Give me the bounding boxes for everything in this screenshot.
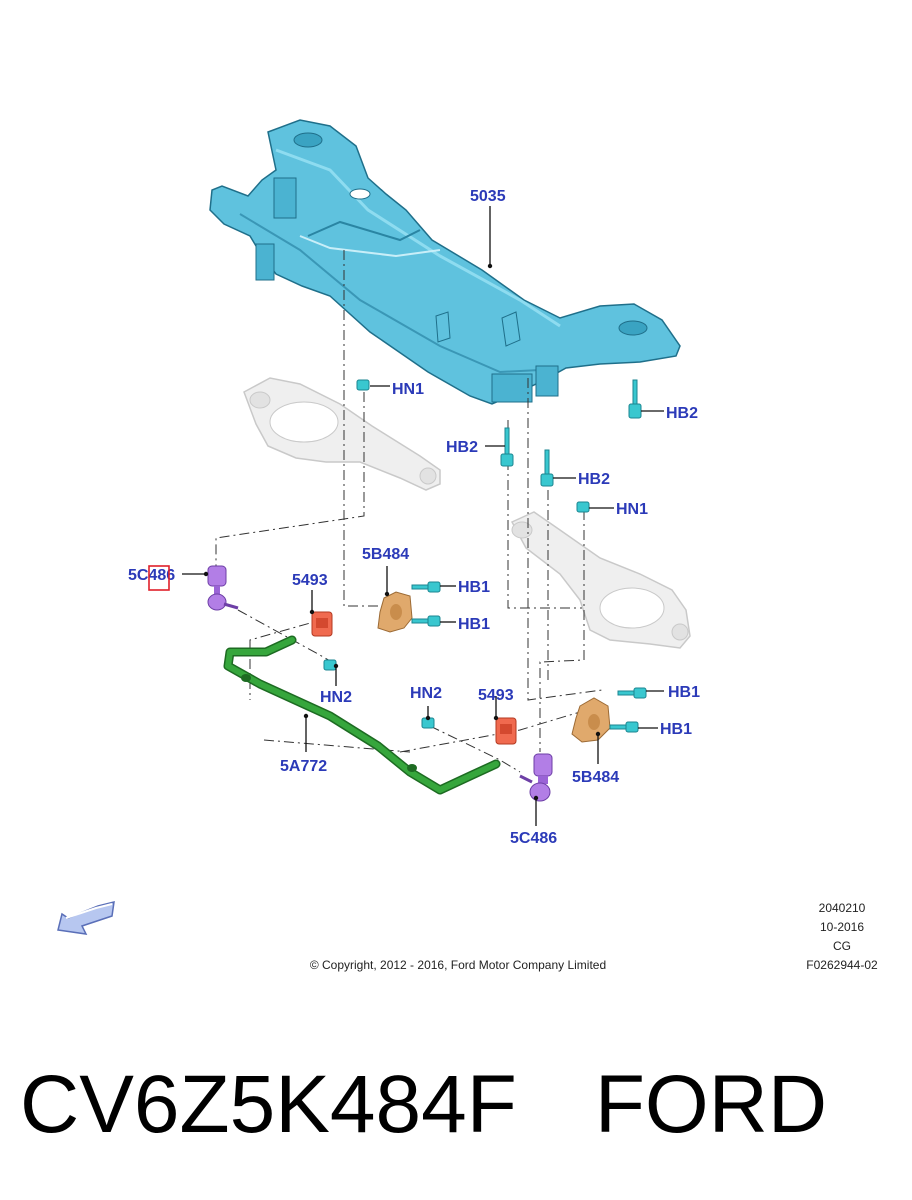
stabilizer-bar-5A772	[223, 635, 501, 795]
callout-5035: 5035	[470, 188, 506, 205]
bolt-hb1-a	[411, 581, 441, 593]
meta-code: 2040210	[819, 901, 866, 915]
brand-name: FORD	[594, 1059, 828, 1150]
part-number: CV6Z5K484F	[20, 1059, 517, 1150]
callout-5493-right: 5493	[478, 687, 514, 704]
stabilizer-link-right	[519, 753, 553, 802]
callout-labels: 5035 HN1 HB2 HB2 HB2 HN1 5C486 5B484 549…	[128, 188, 700, 847]
meta-info: 2040210 10-2016 CG F0262944-02 © Copyrig…	[310, 901, 878, 972]
callout-hb2-mid-right: HB2	[578, 471, 610, 488]
callout-hb2-right: HB2	[666, 405, 698, 422]
lower-arm-right	[510, 511, 691, 649]
bolt-hb2-mid-left	[500, 427, 514, 467]
bolt-hb2-mid-right	[540, 449, 554, 487]
callout-hb1-c: HB1	[668, 684, 700, 701]
callout-5b484-right: 5B484	[572, 769, 619, 786]
callout-hb2-mid-left: HB2	[446, 439, 478, 456]
callout-hb1-a: HB1	[458, 579, 490, 596]
subframe-5035	[209, 119, 681, 405]
bolt-hb1-c	[617, 687, 647, 699]
bracket-left	[377, 591, 413, 633]
meta-date: 10-2016	[820, 920, 864, 934]
callout-5b484-left: 5B484	[362, 546, 409, 563]
highlight-box	[148, 565, 170, 591]
callout-hn1-left: HN1	[392, 381, 424, 398]
callout-5c486-left: 5C486	[128, 567, 175, 584]
nut-hn1-left	[356, 379, 370, 391]
lower-arm-left	[243, 377, 441, 491]
bushing-left	[311, 611, 333, 637]
meta-initials: CG	[833, 939, 851, 953]
callout-hn2-right: HN2	[410, 685, 442, 702]
parts-diagram: 5035 HN1 HB2 HB2 HB2 HN1 5C486 5B484 549…	[57, 119, 878, 972]
orientation-arrow-icon	[57, 901, 115, 935]
callout-hn2-left: HN2	[320, 689, 352, 706]
part-caption: CV6Z5K484F FORD	[20, 1050, 900, 1160]
copyright-text: © Copyright, 2012 - 2016, Ford Motor Com…	[310, 958, 606, 972]
callout-5a772: 5A772	[280, 758, 327, 775]
callout-hn1-right: HN1	[616, 501, 648, 518]
leader-dots	[203, 263, 601, 801]
bushing-right	[495, 717, 517, 745]
meta-figure: F0262944-02	[806, 958, 878, 972]
bolt-hb2-right	[628, 379, 642, 419]
bolt-hb1-d	[609, 721, 639, 733]
nut-hn1-right	[576, 501, 590, 513]
leader-lines	[182, 206, 664, 826]
bolt-hb1-b	[411, 615, 441, 627]
callout-hb1-b: HB1	[458, 616, 490, 633]
callout-5493-left: 5493	[292, 572, 328, 589]
callout-hb1-d: HB1	[660, 721, 692, 738]
stabilizer-link-left	[207, 565, 239, 611]
bracket-right	[571, 697, 611, 743]
callout-5c486-right: 5C486	[510, 830, 557, 847]
alignment-lines	[215, 250, 603, 773]
fasteners	[323, 379, 647, 733]
